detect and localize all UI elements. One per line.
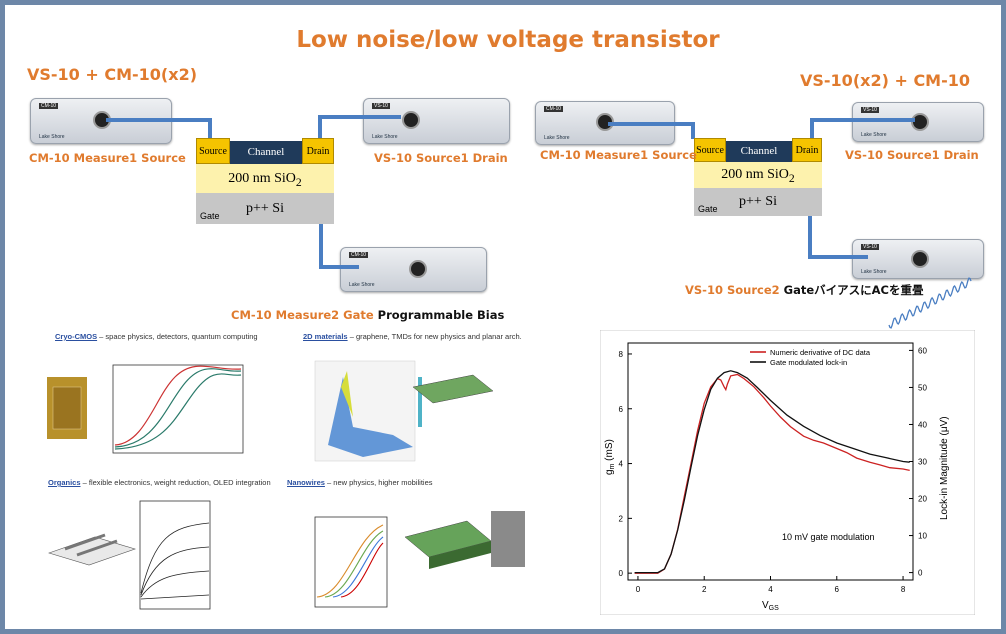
substrate-layer: p++ Si [196,193,334,224]
wire-gate [808,211,812,259]
unit-badge: VS-10 [372,103,390,109]
unit-badge: CM-10 [349,252,369,258]
organics-figure [48,500,211,610]
y2-tick-label: 20 [918,495,927,504]
nanowires-figure [314,511,525,608]
right-vs10-source1-unit: VS-10 Lake Shore [852,102,984,142]
y-tick-label: 8 [619,350,624,359]
brand-label: Lake Shore [349,282,375,288]
y-tick-label: 2 [619,514,624,523]
drain-electrode: Drain [302,138,334,164]
brand-label: Lake Shore [861,132,887,138]
source-electrode: Source [196,138,230,164]
right-drain-label: VS-10 Source1 Drain [845,148,979,162]
substrate-layer: p++ Si [694,188,822,216]
channel-layer: Channel [230,141,302,164]
x-axis-label: VGS [762,600,779,612]
y-axis-label: gm (mS) [604,439,616,475]
brand-label: Lake Shore [39,134,65,140]
y2-tick-label: 60 [918,346,927,355]
chart-annotation: 10 mV gate modulation [782,532,875,542]
y2-axis-label: Lock-in Magnitude (μV) [939,416,950,520]
drain-electrode: Drain [792,138,822,162]
x-tick-label: 4 [768,585,773,594]
wire-gate [808,255,868,259]
wire-drain [810,118,814,140]
left-setup-heading: VS-10 + CM-10(x2) [27,65,198,84]
source-electrode: Source [694,138,726,162]
y2-tick-label: 40 [918,420,927,429]
wire-drain [318,115,322,139]
sem-image [491,511,525,567]
legend-entry: Gate modulated lock-in [770,358,847,367]
left-cm10-measure2-unit: CM-10 Lake Shore [340,247,487,292]
oxide-layer: 200 nm SiO2 [196,164,334,193]
x-tick-label: 2 [702,585,707,594]
y2-tick-label: 10 [918,532,927,541]
right-gate-label: VS-10 Source2 GateバイアスにACを重畳 [685,283,924,297]
app-caption-nanowires: Nanowires – new physics, higher mobiliti… [287,478,433,487]
y-tick-label: 0 [619,569,624,578]
x-axis-ticks: 0 2 4 6 8 [636,576,906,594]
connector-jack-icon [409,260,427,278]
wire-source [608,122,693,126]
wire-drain [810,118,915,122]
unit-badge: VS-10 [861,244,879,250]
unit-badge: CM-10 [39,103,59,109]
brand-label: Lake Shore [861,269,887,275]
transfer-curve-plot [112,364,244,454]
x-tick-label: 0 [636,585,641,594]
right-setup-heading: VS-10(x2) + CM-10 [800,71,971,90]
left-vs10-source1-unit: VS-10 Lake Shore [363,98,510,144]
unit-badge: CM-10 [544,106,564,112]
left-source-label: CM-10 Measure1 Source [29,151,186,165]
gm-lockin-chart: 0 2 4 6 8 0 2 4 6 8 0 10 20 30 40 50 60 Numeric deriva… [600,330,975,615]
brand-label: Lake Shore [372,134,398,140]
app-caption-cryo-cmos: Cryo-CMOS – space physics, detectors, qu… [55,332,258,341]
right-transistor-stack: Source Channel Drain 200 nm SiO2 p++ Si … [694,138,822,216]
output-curve-plot [139,500,211,610]
wire-source [208,118,212,138]
data-series [634,370,910,574]
oxide-layer: 200 nm SiO2 [694,162,822,188]
unit-badge: VS-10 [861,107,879,113]
legend-entry: Numeric derivative of DC data [770,348,871,357]
y-tick-label: 4 [619,460,624,469]
color-scale-bar [418,377,422,427]
y-tick-label: 6 [619,405,624,414]
app-caption-organics: Organics – flexible electronics, weight … [48,478,271,487]
y2-axis-ticks: 0 10 20 30 40 50 60 [909,346,927,578]
channel-layer: Channel [726,141,792,162]
wire-gate [319,223,323,269]
wire-source [691,122,695,139]
series-line-1 [634,370,910,574]
left-drain-label: VS-10 Source1 Drain [374,151,508,165]
gate-label: Gate [200,211,220,221]
right-vs10-source2-unit: VS-10 Lake Shore [852,239,984,279]
y-axis-ticks: 0 2 4 6 8 [619,350,632,578]
gate-label: Gate [698,204,718,214]
y2-tick-label: 30 [918,458,927,467]
y2-tick-label: 0 [918,569,923,578]
connector-jack-icon [911,113,929,131]
x-tick-label: 6 [835,585,840,594]
connector-jack-icon [911,250,929,268]
wire-drain [318,115,401,119]
app-caption-2d-materials: 2D materials – graphene, TMDs for new ph… [303,332,522,341]
ac-signal-wave-icon [888,277,972,329]
cryo-cmos-figure [47,364,244,454]
slide-title: Low noise/low voltage transistor [296,27,720,53]
wire-gate [319,265,359,269]
wire-source [106,118,208,122]
left-transistor-stack: Source Channel Drain 200 nm SiO2 p++ Si … [196,138,334,224]
2d-materials-figure [314,360,494,462]
left-gate-label: CM-10 Measure2 Gate Programmable Bias [231,308,505,322]
x-tick-label: 8 [901,585,906,594]
connector-jack-icon [402,111,420,129]
brand-label: Lake Shore [544,135,570,141]
y2-tick-label: 50 [918,383,927,392]
right-source-label: CM-10 Measure1 Source [540,148,697,162]
